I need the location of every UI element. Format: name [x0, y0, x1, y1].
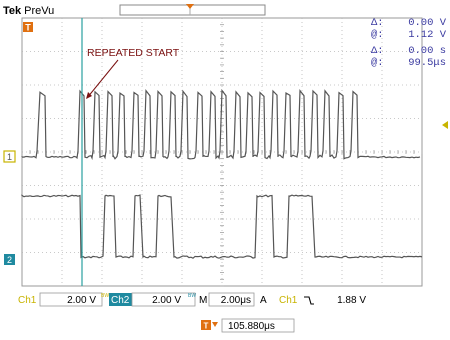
at-v-value: 1.12 V [408, 29, 447, 41]
trigger-position-icon [186, 4, 194, 9]
ch2-marker-label: 2 [7, 255, 12, 265]
falling-edge-icon [304, 296, 314, 305]
record-view-bracket [119, 4, 266, 16]
ch1-scale[interactable]: 2.00 V [67, 295, 96, 306]
ch1-waveform [21, 88, 421, 161]
status-bar: Ch1 2.00 V BW Ch2 2.00 V BW M 2.00μs A C… [18, 292, 366, 307]
svg-text:Δ:: Δ: [371, 17, 384, 29]
svg-text:@:: @: [371, 57, 384, 69]
timebase-mode: M [199, 295, 207, 306]
horizontal-position-icon: T [204, 322, 209, 331]
ch2-waveform [21, 194, 423, 259]
trigger-source[interactable]: Ch1 [279, 295, 298, 306]
delta-v-value: 0.00 V [408, 17, 447, 29]
horizontal-position[interactable]: T 105.880μs [201, 318, 295, 333]
trigger-mode: A [260, 295, 267, 306]
timebase-value[interactable]: 2.00μs [221, 295, 251, 306]
ch1-ground-marker[interactable] [3, 150, 16, 163]
cursor-readout: Δ: 0.00 V @: 1.12 V Δ: 0.00 s @: 99.5μs [371, 17, 447, 69]
trigger-t-marker [23, 22, 33, 32]
trigger-t-label: T [25, 23, 31, 33]
ch1-bw-symbol: BW [101, 293, 109, 299]
ch1-label[interactable]: Ch1 [18, 295, 37, 306]
svg-text:@:: @: [371, 29, 384, 41]
svg-text:Δ:: Δ: [371, 45, 384, 57]
ch1-marker-label: 1 [7, 152, 12, 162]
repeated-start-annotation: REPEATED START [87, 47, 180, 59]
horizontal-position-value: 105.880μs [228, 321, 275, 332]
trigger-level[interactable]: 1.88 V [337, 295, 366, 306]
delta-t-value: 0.00 s [408, 45, 446, 57]
ch2-label[interactable]: Ch2 [111, 295, 130, 306]
trigger-level-marker [442, 121, 448, 129]
ch2-scale[interactable]: 2.00 V [152, 295, 181, 306]
annotation-arrow [86, 59, 119, 99]
ch2-ground-marker[interactable] [4, 254, 15, 265]
ch2-bw-symbol: BW [188, 293, 196, 299]
at-t-value: 99.5μs [408, 57, 446, 69]
ch2-label-bg[interactable] [109, 293, 132, 306]
